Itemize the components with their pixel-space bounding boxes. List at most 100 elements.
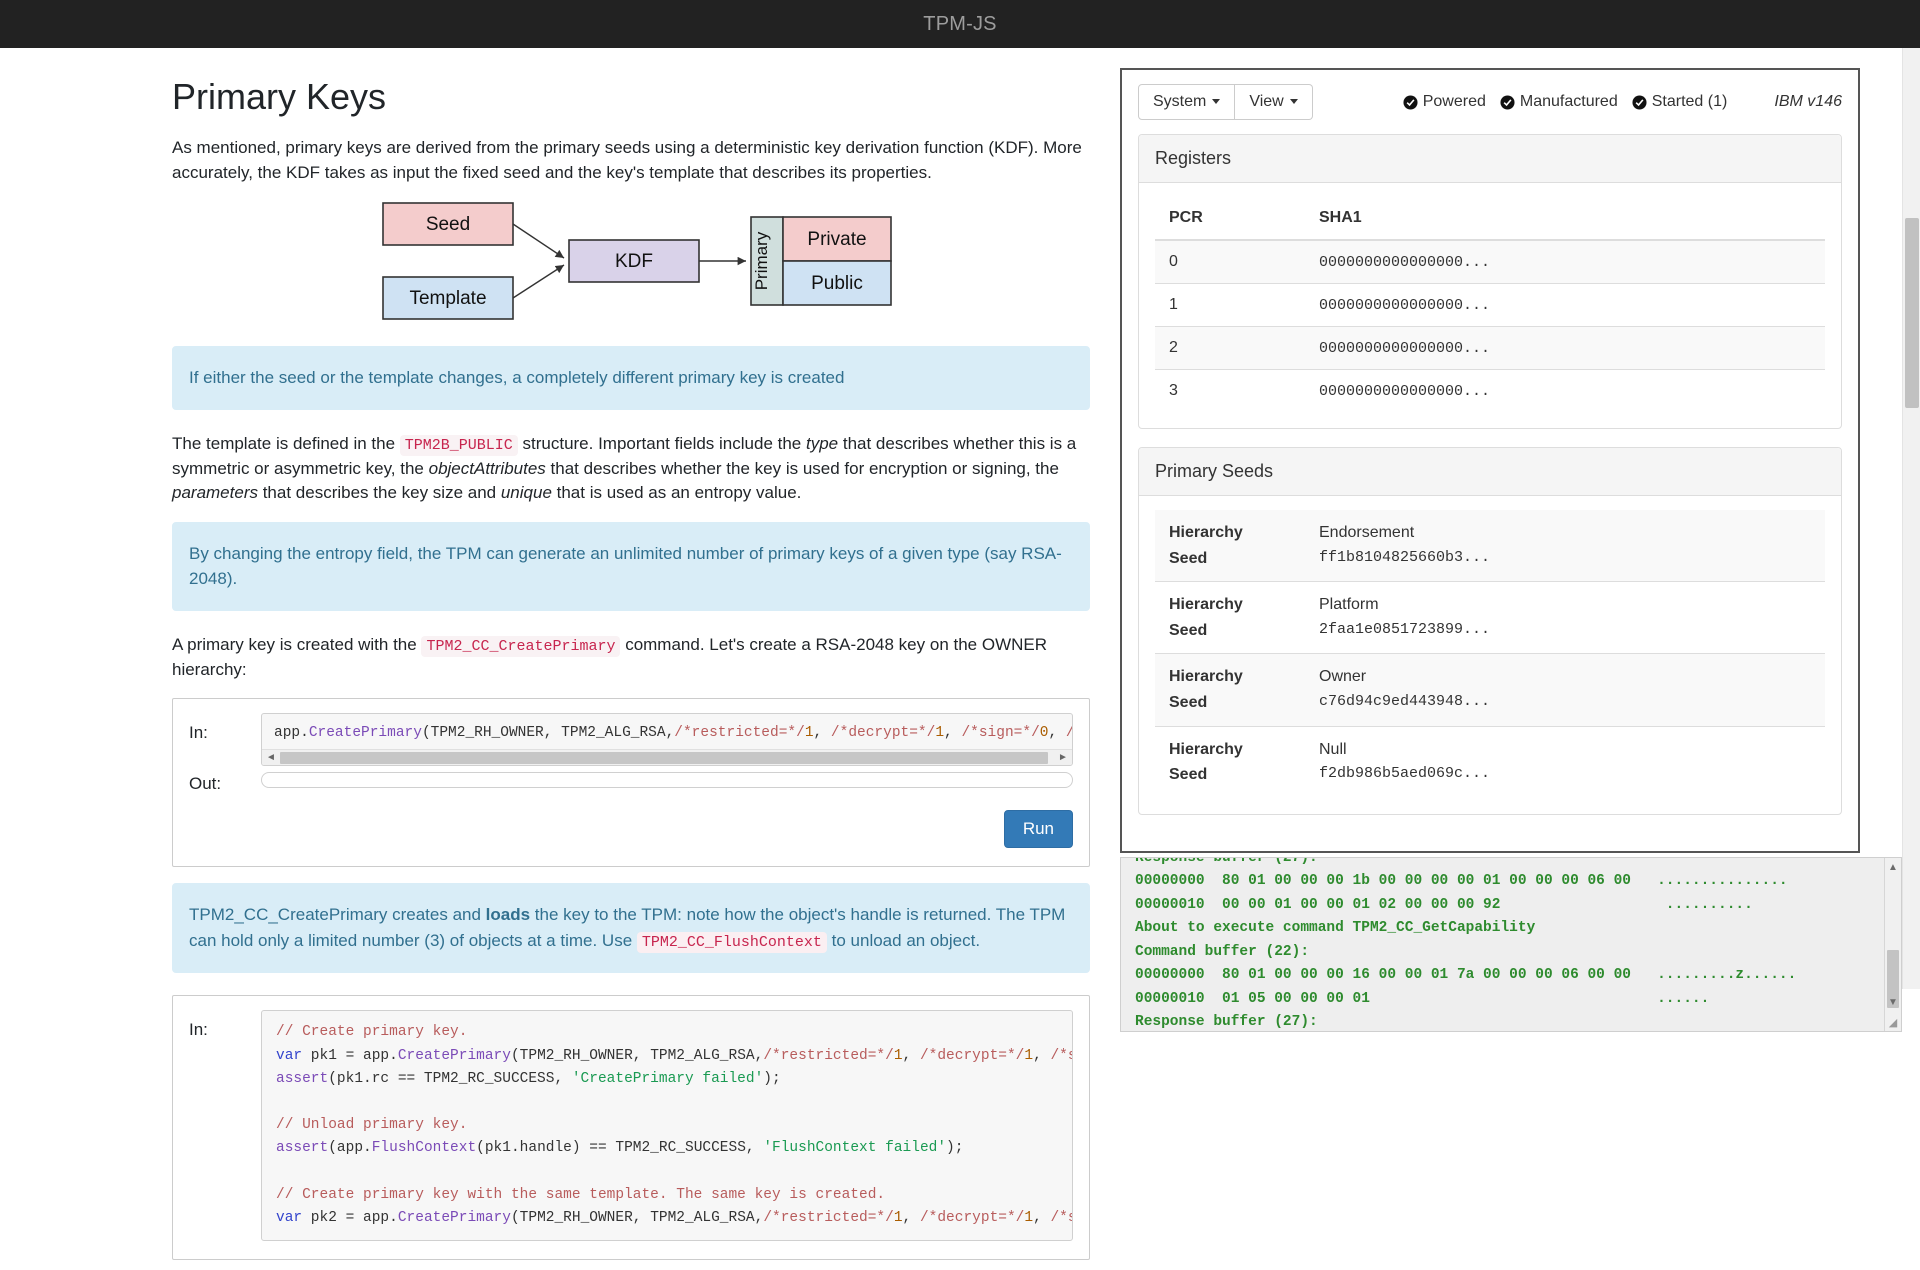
registers-panel-title: Registers (1139, 135, 1841, 183)
runner-2-editor[interactable]: // Create primary key.var pk1 = app.Crea… (261, 1010, 1073, 1242)
register-sha1-cell: 0000000000000000... (1305, 283, 1825, 327)
code-token: (TPM2_RH_OWNER, TPM2_ALG_RSA, (510, 1047, 764, 1064)
page-title: Primary Keys (172, 76, 387, 117)
createprimary-paragraph: A primary key is created with the TPM2_C… (172, 633, 1090, 682)
code-token: , (1048, 725, 1066, 742)
code-token: 1 (1024, 1209, 1034, 1226)
code-token: . (389, 1209, 398, 1226)
code-line (276, 1161, 1062, 1184)
code-token: 0 (1039, 725, 1049, 742)
alert-entropy: By changing the entropy field, the TPM c… (172, 521, 1090, 611)
simulator-menu-group: System View (1138, 84, 1313, 120)
code-token: (TPM2_RH_OWNER, TPM2_ALG_RSA, (510, 1209, 764, 1226)
code-token: (app. (328, 1140, 372, 1157)
status-powered: Powered (1403, 93, 1486, 111)
code-token: /*restricted=*/ (674, 725, 805, 742)
resize-handle-icon[interactable]: ◢ (1888, 1016, 1898, 1029)
code-token: CreatePrimary (308, 725, 422, 742)
code-line: var pk2 = app.CreatePrimary(TPM2_RH_OWNE… (276, 1207, 1072, 1230)
code-token: , (902, 1047, 920, 1064)
code-token: /*sign=*/ (961, 725, 1040, 742)
code-runner-1: In: app.CreatePrimary(TPM2_RH_OWNER, TPM… (172, 698, 1090, 868)
runner-1-output-field (261, 772, 1073, 789)
code-token: , (813, 725, 831, 742)
alert3-bold: loads (485, 905, 531, 925)
code-line: // Unload primary key. (276, 1114, 1062, 1137)
code-token: 'CreatePrimary failed' (571, 1070, 764, 1087)
code-token: var (276, 1209, 303, 1226)
system-menu-button[interactable]: System (1138, 84, 1236, 120)
article-column: Primary Keys As mentioned, primary keys … (0, 48, 1120, 1270)
hierarchy-label: Hierarchy (1169, 668, 1243, 686)
run-button[interactable]: Run (1003, 810, 1073, 849)
code-token: /*unique=*/ (1066, 725, 1072, 741)
diagram-primary-label: Primary (752, 232, 771, 291)
code-token: /*restricted=*/ (763, 1209, 894, 1226)
code-token: /*decrypt=*/ (919, 1209, 1025, 1226)
scroll-up-icon[interactable]: ▲ (1888, 861, 1898, 873)
code-token: ); (946, 1140, 964, 1157)
code-token: /*restricted=*/ (763, 1047, 894, 1064)
code-token: assert (276, 1140, 329, 1157)
runner-2-code[interactable]: // Create primary key.var pk1 = app.Crea… (262, 1011, 1072, 1240)
code-token: , (902, 1209, 920, 1226)
template-para-em4: unique (500, 483, 552, 503)
check-circle-icon (1403, 94, 1418, 110)
scroll-down-icon[interactable]: ▼ (1888, 996, 1898, 1008)
register-sha1-cell: 0000000000000000... (1305, 369, 1825, 412)
registers-table-header-row: PCR SHA1 (1155, 197, 1825, 241)
code-tpm2-cc-flushcontext: TPM2_CC_FlushContext (636, 931, 827, 953)
runner-1-code[interactable]: app.CreatePrimary(TPM2_RH_OWNER, TPM2_AL… (262, 714, 1072, 749)
code-line (276, 1091, 1062, 1114)
runner-1-hscroll-thumb[interactable] (280, 752, 1048, 765)
hierarchy-label: Hierarchy (1169, 524, 1243, 541)
hierarchy-label: Hierarchy (1169, 596, 1243, 614)
diagram-public-label: Public (811, 273, 863, 294)
scroll-left-icon[interactable]: ◄ (266, 752, 276, 764)
code-runner-2: In: // Create primary key.var pk1 = app.… (172, 995, 1090, 1261)
code-token: pk1 = (302, 1047, 364, 1064)
code-line: // Create primary key. (276, 1021, 1062, 1044)
code-token: // Create primary key with the same temp… (276, 1186, 886, 1203)
template-para-t1: The template is defined in the (172, 433, 400, 453)
diagram-seed-label: Seed (426, 214, 470, 235)
tpm-console[interactable]: Response buffer (27): 00000000 80 01 00 … (1120, 856, 1902, 1032)
register-sha1-cell: 0000000000000000... (1305, 326, 1825, 370)
chevron-down-icon (1289, 99, 1298, 105)
code-token: (pk1.handle) == TPM2_RC_SUCCESS, (476, 1140, 764, 1157)
app-brand[interactable]: TPM-JS (923, 12, 997, 35)
page-scrollbar-thumb[interactable] (1905, 218, 1919, 408)
code-token: /*sign=*/ (1050, 1047, 1072, 1064)
tpm-console-scrollbar[interactable]: ▲ ▼ (1884, 857, 1901, 1031)
primary-seeds-panel-title: Primary Seeds (1139, 448, 1841, 496)
code-line: assert(app.FlushContext(pk1.handle) == T… (276, 1137, 1062, 1160)
runner-1-editor[interactable]: app.CreatePrimary(TPM2_RH_OWNER, TPM2_AL… (261, 713, 1073, 767)
page-scrollbar[interactable] (1902, 48, 1920, 989)
cp-para-t1: A primary key is created with the (172, 634, 422, 654)
code-token: 'FlushContext failed' (763, 1140, 947, 1157)
view-menu-button[interactable]: View (1235, 84, 1313, 120)
code-token: CreatePrimary (397, 1047, 511, 1064)
scroll-right-icon[interactable]: ► (1058, 752, 1068, 764)
code-token: /*sign=*/ (1050, 1209, 1072, 1226)
code-token: CreatePrimary (397, 1209, 511, 1226)
intro-paragraph: As mentioned, primary keys are derived f… (172, 138, 1082, 182)
code-token: app (274, 725, 301, 742)
seed-value: f2db986b5aed069c... (1319, 765, 1491, 783)
runner-1-hscrollbar[interactable]: ◄ ► (262, 749, 1072, 766)
diagram-public-box (782, 260, 892, 307)
template-para-t4: that describes whether the key is used f… (545, 458, 1059, 478)
view-menu-label: View (1249, 93, 1284, 110)
runner-1-out-row: Out: (189, 766, 1073, 794)
top-navbar: TPM-JS (0, 0, 1920, 48)
registers-col-sha1: SHA1 (1305, 197, 1825, 241)
